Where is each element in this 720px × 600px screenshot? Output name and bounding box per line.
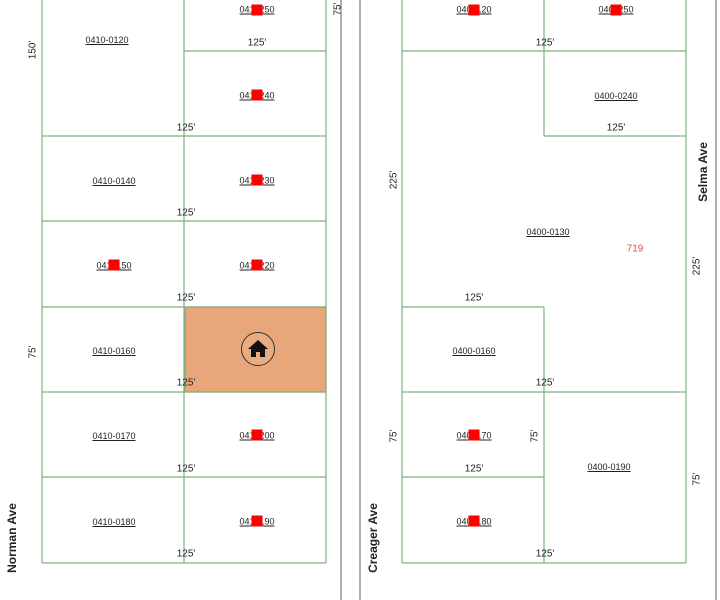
dimension-label: 225' bbox=[691, 256, 703, 276]
parcel-label-0400-0130[interactable]: 0400-0130 bbox=[526, 227, 570, 237]
dimension-label: 125' bbox=[535, 377, 555, 389]
marker-icon bbox=[251, 4, 263, 16]
marker-icon bbox=[468, 4, 480, 16]
marker-icon bbox=[251, 174, 263, 186]
dimension-label: 125' bbox=[176, 207, 196, 219]
home-glyph bbox=[248, 340, 268, 357]
dimension-label: 225' bbox=[388, 170, 400, 190]
parcel-label-0410-0120[interactable]: 0410-0120 bbox=[85, 35, 129, 45]
dimension-label: 150' bbox=[27, 40, 39, 60]
marker-icon bbox=[468, 515, 480, 527]
home-icon[interactable] bbox=[241, 332, 275, 366]
marker-icon bbox=[610, 4, 622, 16]
dimension-label: 75' bbox=[529, 429, 541, 443]
dimension-label: 125' bbox=[176, 122, 196, 134]
parcel-label-0410-0170[interactable]: 0410-0170 bbox=[92, 431, 136, 441]
marker-icon bbox=[251, 259, 263, 271]
parcel-label-0410-0180[interactable]: 0410-0180 bbox=[92, 517, 136, 527]
street-name-norman: Norman Ave bbox=[5, 503, 19, 573]
marker-icon bbox=[251, 515, 263, 527]
marker-icon bbox=[251, 429, 263, 441]
marker-icon bbox=[251, 89, 263, 101]
dimension-label: 125' bbox=[176, 377, 196, 389]
right-block bbox=[401, 0, 687, 564]
dimension-label: 125' bbox=[176, 292, 196, 304]
dimension-label: 125' bbox=[247, 37, 267, 49]
dimension-label: 125' bbox=[176, 548, 196, 560]
left-block bbox=[41, 0, 327, 564]
dimension-label: 125' bbox=[176, 463, 196, 475]
parcel-label-0410-0140[interactable]: 0410-0140 bbox=[92, 176, 136, 186]
address-label: 719 bbox=[626, 243, 644, 255]
dimension-label: 75' bbox=[691, 472, 703, 486]
dimension-label: 75' bbox=[332, 2, 344, 16]
street-name-selma: Selma Ave bbox=[696, 142, 710, 202]
dimension-label: 125' bbox=[464, 463, 484, 475]
parcel-label-0410-0160[interactable]: 0410-0160 bbox=[92, 346, 136, 356]
dimension-label: 125' bbox=[535, 548, 555, 560]
dimension-label: 75' bbox=[27, 345, 39, 359]
parcel-label-0400-0160[interactable]: 0400-0160 bbox=[452, 346, 496, 356]
dimension-label: 75' bbox=[388, 429, 400, 443]
dimension-label: 125' bbox=[464, 292, 484, 304]
marker-icon bbox=[468, 429, 480, 441]
parcel-label-0400-0240[interactable]: 0400-0240 bbox=[594, 91, 638, 101]
marker-icon bbox=[108, 259, 120, 271]
street-name-creager: Creager Ave bbox=[366, 503, 380, 573]
parcel-label-0400-0190[interactable]: 0400-0190 bbox=[587, 462, 631, 472]
dimension-label: 125' bbox=[535, 37, 555, 49]
dimension-label: 125' bbox=[606, 122, 626, 134]
